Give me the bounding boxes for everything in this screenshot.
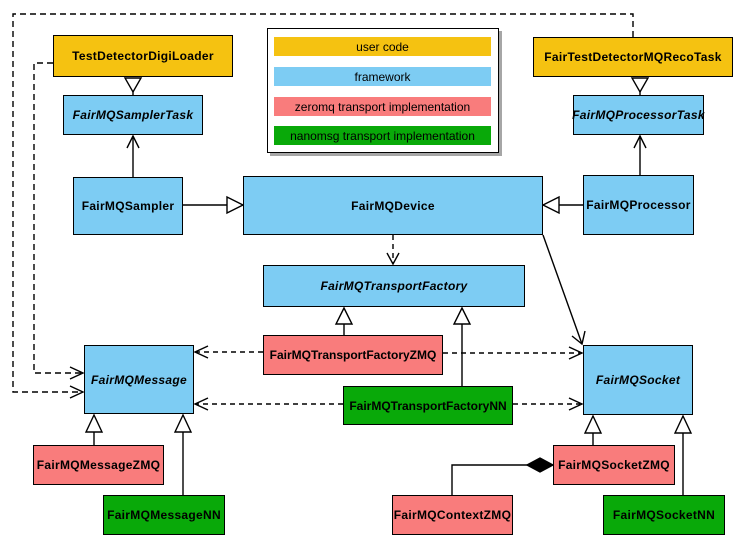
- class-fairmqsocketzmq: FairMQSocketZMQ: [553, 445, 675, 485]
- class-fairmqmessagezmq: FairMQMessageZMQ: [33, 445, 164, 485]
- class-fairmqcontextzmq: FairMQContextZMQ: [392, 495, 513, 535]
- edge-dep-factoryzmq-socket: [443, 346, 584, 360]
- edge-inherit-sampler-device: [183, 195, 245, 215]
- legend-item-zeromq: zeromq transport implementation: [274, 97, 491, 116]
- edge-comp-contextzmq-socketzmq: [451, 457, 555, 495]
- edge-assoc-processor-processortask: [633, 134, 647, 175]
- class-fairmqsampler: FairMQSampler: [73, 177, 183, 235]
- legend-item-user-code: user code: [274, 37, 491, 56]
- class-fairmqsocket: FairMQSocket: [583, 345, 693, 415]
- class-fairmqmessagenn: FairMQMessageNN: [103, 495, 225, 535]
- edge-dep-device-transportfactory: [386, 235, 400, 266]
- edge-inherit-digiloader-samplertask: [123, 77, 143, 95]
- edge-inherit-factorynn-transportfactory: [452, 306, 472, 386]
- class-fairmqprocessortask: FairMQProcessorTask: [572, 95, 705, 135]
- edge-dep-recotask-message: [12, 13, 634, 399]
- edge-inherit-messagezmq-message: [84, 413, 104, 445]
- edge-dep-factorynn-message: [193, 397, 343, 411]
- class-fairmqtransportfactoryzmq: FairMQTransportFactoryZMQ: [263, 335, 443, 375]
- edge-inherit-recotask-processortask: [630, 77, 650, 95]
- legend-item-framework: framework: [274, 67, 491, 86]
- legend-item-nanomsg: nanomsg transport implementation: [274, 126, 491, 145]
- edge-dep-factorynn-socket: [513, 397, 584, 411]
- class-fairmqsamplertask: FairMQSamplerTask: [63, 95, 203, 135]
- class-fairmqprocessor: FairMQProcessor: [583, 175, 694, 235]
- class-testdetectordigiloader: TestDetectorDigiLoader: [53, 35, 233, 77]
- edge-assoc-sampler-samplertask: [126, 134, 140, 177]
- legend-box: user code framework zeromq transport imp…: [267, 28, 499, 153]
- class-fairmqdevice: FairMQDevice: [243, 176, 543, 235]
- edge-assoc-device-socket: [542, 234, 586, 346]
- class-fairmqsocketnn: FairMQSocketNN: [603, 495, 725, 535]
- edge-inherit-factoryzmq-transportfactory: [334, 306, 354, 335]
- edge-inherit-socketzmq-socket: [583, 414, 603, 445]
- edge-dep-factoryzmq-message: [193, 345, 263, 359]
- class-fairtestdetectormqrecotask: FairTestDetectorMQRecoTask: [533, 37, 733, 77]
- edge-inherit-processor-device: [541, 195, 583, 215]
- edge-inherit-messagenn-message: [173, 413, 193, 495]
- edge-dep-digiloader-message: [33, 62, 85, 380]
- class-fairmqmessage: FairMQMessage: [84, 345, 194, 414]
- class-fairmqtransportfactorynn: FairMQTransportFactoryNN: [343, 386, 513, 425]
- edge-inherit-socketnn-socket: [673, 414, 693, 495]
- class-fairmqtransportfactory: FairMQTransportFactory: [263, 265, 525, 307]
